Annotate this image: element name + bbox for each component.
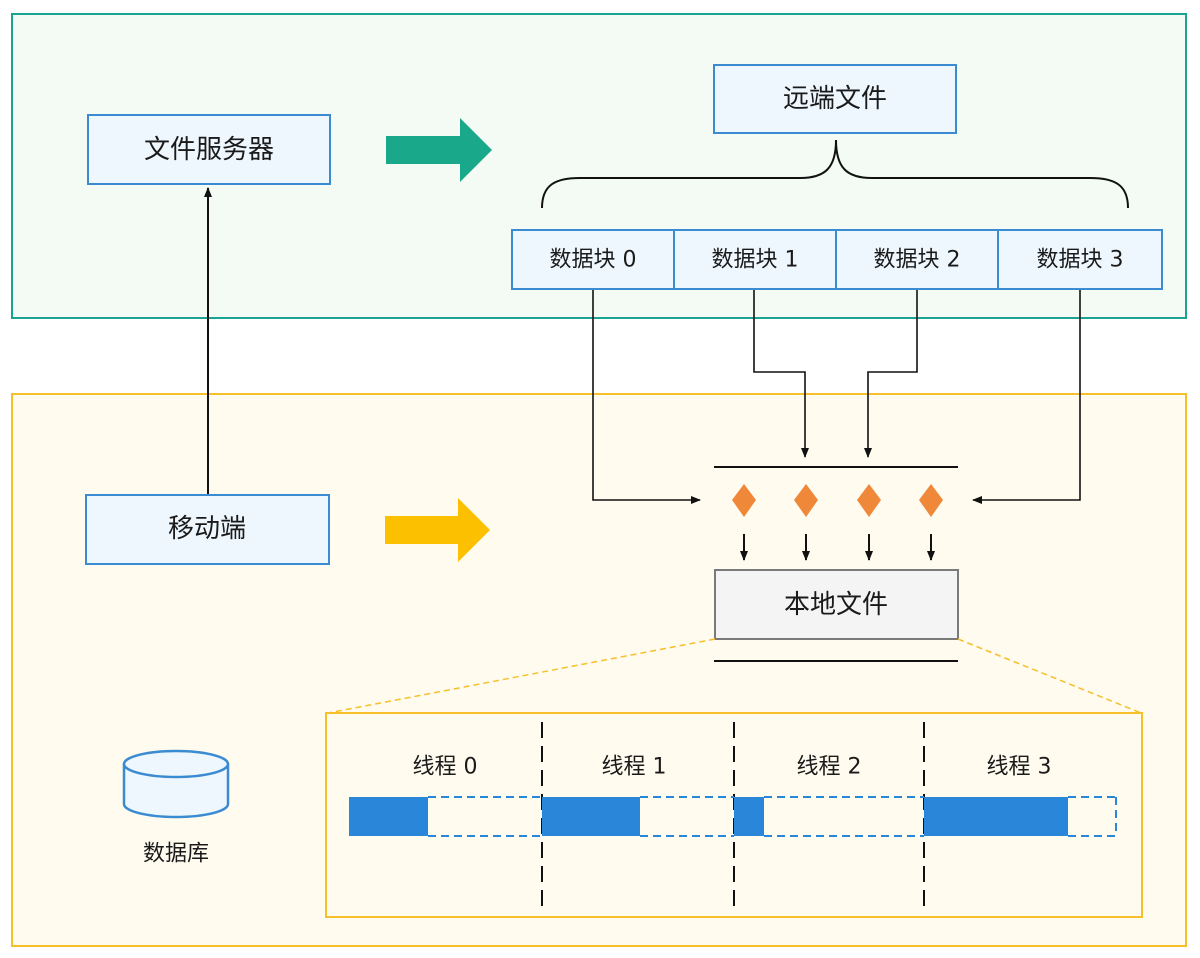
block-1-connector — [753, 290, 809, 458]
thread-progress-remaining — [428, 796, 542, 837]
write-arrows — [740, 534, 935, 561]
remote-file-box: 远端文件 — [713, 64, 957, 134]
diamond-icon — [794, 484, 818, 517]
data-block-0: 数据块 0 — [511, 229, 675, 290]
thread-progress-remaining — [764, 796, 924, 837]
zoom-line-left — [327, 638, 716, 714]
data-block-label: 数据块 2 — [874, 248, 961, 273]
thread-progress-remaining — [1068, 796, 1117, 837]
write-slots — [732, 484, 943, 517]
thread-label: 线程 2 — [797, 755, 862, 780]
local-file-label: 本地文件 — [784, 590, 888, 620]
data-block-2: 数据块 2 — [835, 229, 999, 290]
diamond-icon — [732, 484, 756, 517]
block-2-connector — [864, 290, 918, 458]
mobile-label: 移动端 — [168, 514, 246, 544]
data-block-row: 数据块 0 数据块 1 数据块 2 数据块 3 — [511, 229, 1163, 290]
yellow-arrow-icon — [385, 498, 490, 562]
data-block-label: 数据块 3 — [1037, 248, 1124, 273]
thread-progress-filled — [349, 797, 428, 836]
diamond-icon — [857, 484, 881, 517]
zoom-line-right — [957, 638, 1142, 714]
block-3-connector — [972, 290, 1081, 504]
remote-file-label: 远端文件 — [783, 84, 887, 114]
thread-label: 线程 1 — [602, 755, 667, 780]
green-arrow-icon — [386, 118, 492, 182]
thread-label: 线程 3 — [987, 755, 1052, 780]
thread-progress-remaining — [640, 796, 734, 837]
database-icon — [122, 749, 230, 819]
file-server-label: 文件服务器 — [144, 135, 274, 165]
thread-progress-filled — [542, 797, 640, 836]
data-block-label: 数据块 0 — [550, 248, 637, 273]
block-0-connector — [592, 290, 701, 504]
curly-brace — [541, 139, 1129, 209]
data-block-1: 数据块 1 — [673, 229, 837, 290]
data-block-label: 数据块 1 — [712, 248, 799, 273]
mobile-box: 移动端 — [85, 494, 330, 565]
file-server-box: 文件服务器 — [87, 114, 331, 185]
diamond-icon — [919, 484, 943, 517]
thread-progress-filled — [924, 797, 1068, 836]
data-block-3: 数据块 3 — [997, 229, 1163, 290]
thread-progress-bar — [349, 796, 1117, 837]
thread-progress-filled — [734, 797, 764, 836]
thread-label: 线程 0 — [413, 755, 478, 780]
local-file-box: 本地文件 — [714, 569, 959, 640]
database-label: 数据库 — [143, 842, 209, 867]
